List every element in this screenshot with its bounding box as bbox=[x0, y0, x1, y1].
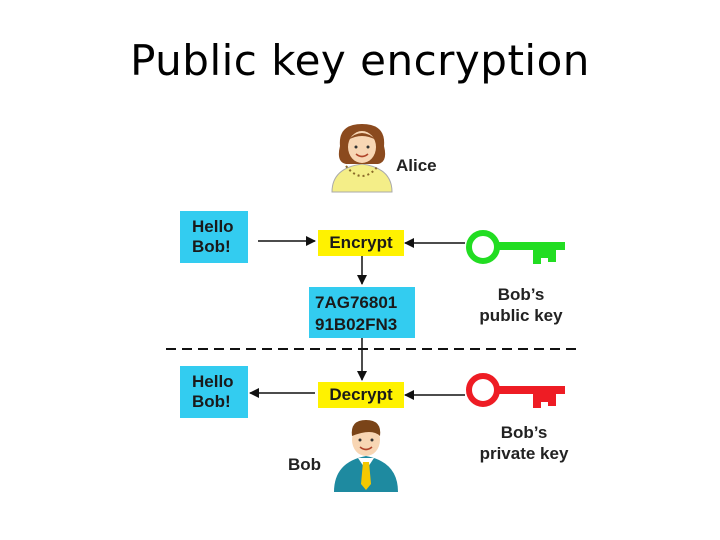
private-key-icon bbox=[469, 376, 565, 408]
decrypt-box: Decrypt bbox=[318, 382, 404, 408]
alice-avatar-icon bbox=[332, 124, 392, 192]
encrypt-box: Encrypt bbox=[318, 230, 404, 256]
ciphertext-line1: 7AG76801 bbox=[315, 292, 415, 314]
public-key-label-line2: public key bbox=[466, 305, 576, 326]
plaintext-bottom-line2: Bob! bbox=[192, 392, 248, 412]
plaintext-top-line1: Hello bbox=[192, 217, 248, 237]
public-key-icon bbox=[469, 233, 565, 264]
bob-avatar-icon bbox=[334, 420, 398, 492]
private-key-label-line1: Bob’s bbox=[466, 422, 582, 443]
plaintext-top-line2: Bob! bbox=[192, 237, 248, 257]
alice-label: Alice bbox=[396, 155, 437, 176]
plaintext-box-bottom: Hello Bob! bbox=[180, 366, 248, 418]
public-key-label-line1: Bob’s bbox=[466, 284, 576, 305]
private-key-label-line2: private key bbox=[466, 443, 582, 464]
ciphertext-box: 7AG76801 91B02FN3 bbox=[309, 287, 415, 338]
private-key-label: Bob’s private key bbox=[466, 422, 582, 464]
plaintext-box-top: Hello Bob! bbox=[180, 211, 248, 263]
bob-label: Bob bbox=[288, 454, 321, 475]
ciphertext-line2: 91B02FN3 bbox=[315, 314, 415, 336]
plaintext-bottom-line1: Hello bbox=[192, 372, 248, 392]
public-key-label: Bob’s public key bbox=[466, 284, 576, 326]
